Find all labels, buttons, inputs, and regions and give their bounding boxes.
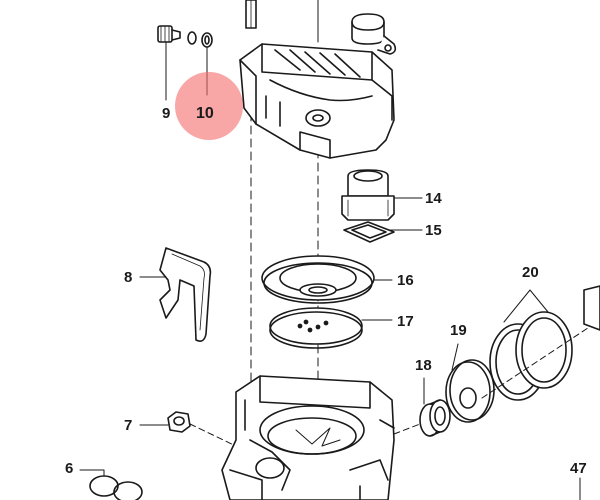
edge-part-right: [583, 285, 600, 331]
callout-9: 9: [162, 105, 171, 122]
callout-15: 15: [425, 222, 442, 239]
callout-10: 10: [196, 105, 214, 122]
ring-parts-10: [187, 31, 213, 48]
callout-20: 20: [522, 264, 539, 281]
callout-17: 17: [397, 313, 414, 330]
callout-16: 16: [397, 272, 414, 289]
callout-47: 47: [570, 460, 587, 477]
valve-part-14: [341, 169, 395, 221]
leader-6: [79, 469, 105, 477]
axis-20: [481, 319, 600, 399]
callout-7: 7: [124, 417, 133, 434]
clip-part-8: [159, 247, 212, 342]
leader-19: [451, 343, 459, 371]
highlight-marker: [175, 72, 243, 140]
seal-parts-20: [489, 311, 573, 401]
cap-part: [351, 13, 397, 55]
nut-part-7: [167, 411, 191, 433]
callout-14: 14: [425, 190, 442, 207]
screw-part-9: [157, 25, 181, 43]
bearing-part-18: [419, 399, 451, 437]
callout-18: 18: [415, 357, 432, 374]
flange-part-19: [445, 359, 495, 423]
pump-body-part: [221, 375, 395, 500]
ring-parts-6: [89, 475, 143, 500]
cylinder-head-part: [239, 43, 395, 159]
diaphragm-part-16: [261, 255, 375, 304]
leader-20: [503, 289, 549, 323]
pin-part: [245, 0, 257, 29]
callout-19: 19: [450, 322, 467, 339]
callout-8: 8: [124, 269, 133, 286]
axis-7: [189, 423, 241, 449]
callout-6: 6: [65, 460, 74, 477]
gasket-part-15: [343, 221, 395, 243]
plate-part-17: [269, 307, 363, 349]
axis-18: [393, 423, 421, 435]
